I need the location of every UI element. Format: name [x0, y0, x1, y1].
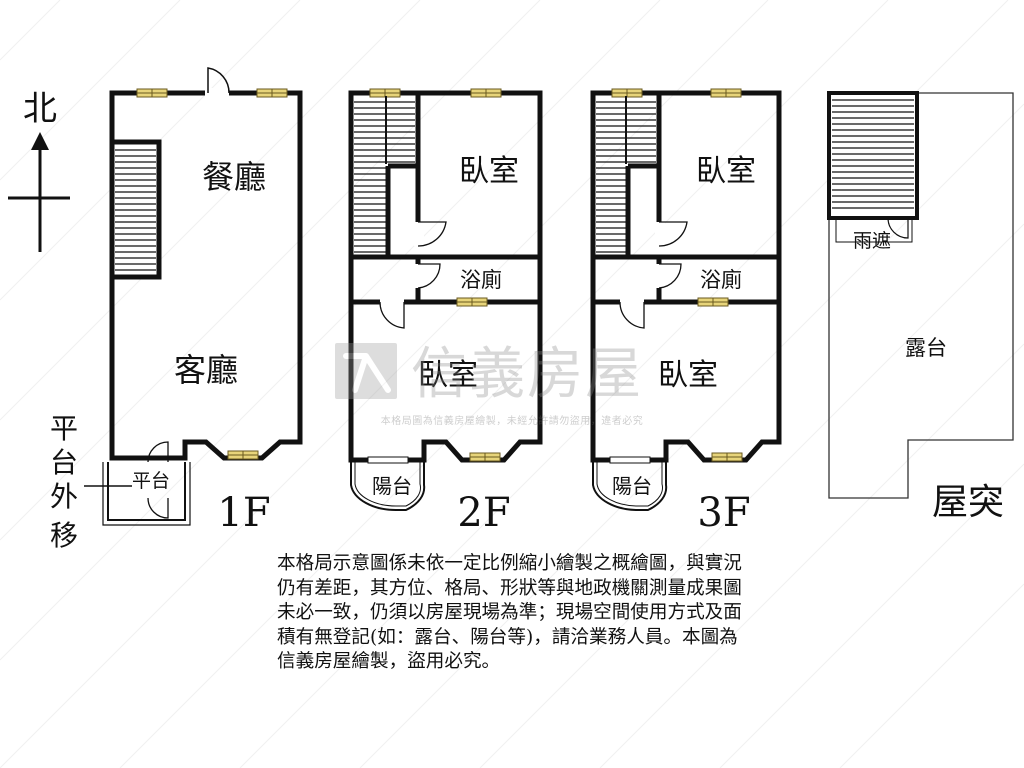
window-icon: [710, 88, 742, 98]
balcony-door: [367, 456, 409, 464]
door-gap: [205, 88, 229, 98]
window-icon: [697, 297, 729, 307]
watermark-notice: 本格局圖為信義房屋繪製，未經允許請勿盜用，違者必究: [381, 414, 644, 427]
window-icon: [369, 88, 401, 98]
brand-logo: [335, 343, 397, 399]
window-icon: [711, 452, 743, 462]
window-icon: [227, 450, 259, 460]
watermark-brand: 信義房屋: [411, 342, 643, 407]
staircase: [596, 96, 656, 253]
door-swing-icon: [619, 301, 645, 329]
floor-1f: 餐廳 客廳 平台 1F: [102, 67, 303, 536]
room-label-bedroom: 臥室: [696, 154, 756, 189]
room-label-terrace: 露台: [905, 336, 947, 360]
wall-outline: [109, 90, 303, 461]
window-icon: [456, 297, 488, 307]
room-label-living: 客廳: [174, 351, 238, 389]
room-label-dining: 餐廳: [202, 158, 266, 196]
balcony: [592, 456, 668, 512]
side-note-char: 外: [50, 480, 78, 513]
room-label-bedroom: 臥室: [658, 358, 718, 393]
room-label-bath: 浴廁: [460, 268, 502, 292]
room-label-balcony: 陽台: [612, 474, 652, 498]
platform-area: [102, 441, 191, 526]
floor-label-3f: 3F: [697, 490, 750, 536]
door-gap: [414, 222, 424, 246]
window-icon: [256, 88, 288, 98]
north-arrow-icon: [31, 132, 49, 150]
side-note-char: 台: [50, 446, 78, 479]
door-swing-icon: [417, 221, 447, 247]
room-label-bedroom: 臥室: [418, 358, 478, 393]
room-label-bath: 浴廁: [700, 268, 742, 292]
floor-label-roof: 屋突: [932, 482, 1004, 523]
floor-label-1f: 1F: [217, 490, 270, 536]
floor-roof: 雨遮 露台 屋突: [827, 91, 1014, 523]
balcony: [350, 456, 426, 512]
door-swing-icon: [147, 441, 169, 463]
window-icon: [470, 88, 502, 98]
door-swing-icon: [658, 221, 688, 247]
terrace-outline: [828, 92, 1014, 499]
door-gap: [414, 264, 424, 288]
staircase: [827, 91, 919, 220]
door-gap: [655, 264, 665, 288]
entry-door-icon: [207, 67, 230, 94]
side-note-char: 平: [50, 412, 78, 445]
floor-3f: 臥室 浴廁 臥室 陽台 3F: [590, 88, 782, 536]
room-label-balcony: 陽台: [372, 474, 412, 498]
door-swing-icon: [417, 263, 441, 289]
north-compass: 北: [8, 89, 70, 252]
window-icon: [611, 88, 643, 98]
staircase: [354, 96, 415, 253]
window-icon: [136, 88, 168, 98]
compass-label: 北: [23, 89, 57, 129]
canopy-outline: [835, 217, 913, 243]
balcony-door: [609, 456, 651, 464]
door-gap: [620, 298, 644, 308]
side-note-char: 移: [50, 519, 78, 552]
door-gap: [380, 298, 404, 308]
door-swing-icon: [147, 497, 169, 519]
door-swing-icon: [887, 217, 909, 239]
floor-label-2f: 2F: [457, 490, 510, 536]
room-label-canopy: 雨遮: [853, 230, 891, 252]
door-swing-icon: [658, 263, 682, 289]
disclaimer-text: 本格局示意圖係未依一定比例縮小繪製之概繪圖，與實況 仍有差距，其方位、格局、形狀…: [277, 553, 742, 672]
window-icon: [469, 452, 501, 462]
side-note: 平 台 外 移: [50, 412, 132, 552]
watermark: 信義房屋 本格局圖為信義房屋繪製，未經允許請勿盜用，違者必究: [335, 342, 643, 427]
door-swing-icon: [379, 301, 405, 329]
door-gap: [655, 222, 665, 246]
floor-2f: 臥室 浴廁 臥室 陽台 2F: [348, 88, 543, 536]
room-label-platform: 平台: [132, 470, 170, 492]
staircase: [109, 139, 162, 280]
room-label-bedroom: 臥室: [459, 154, 519, 189]
